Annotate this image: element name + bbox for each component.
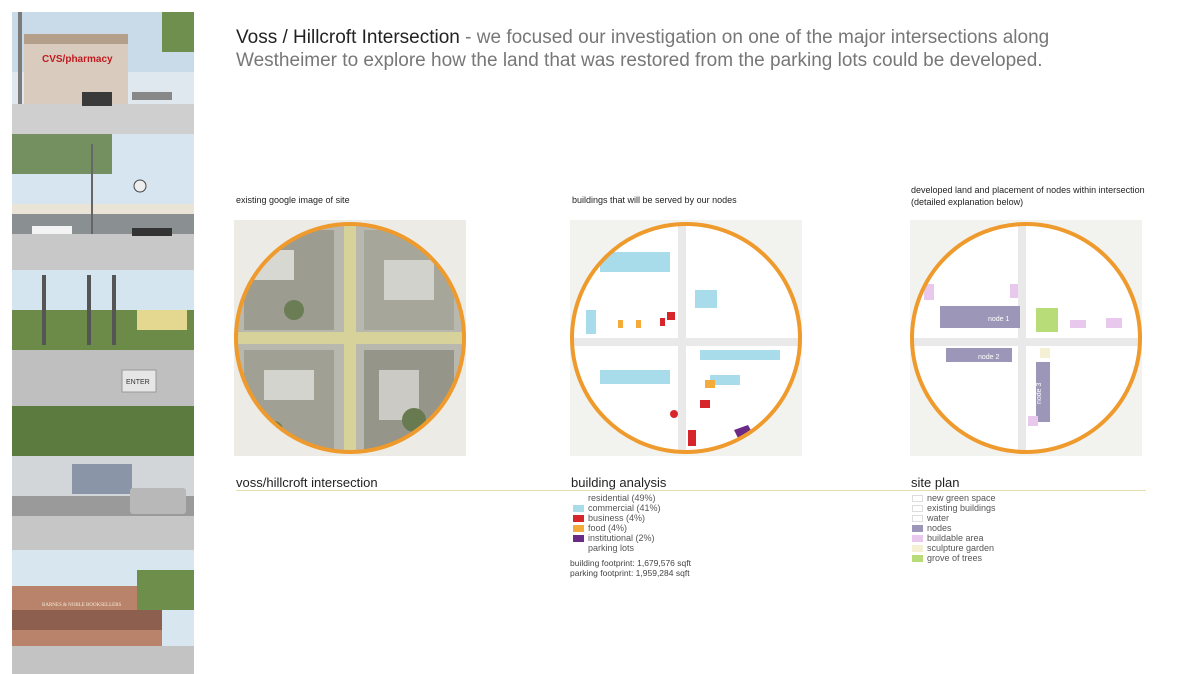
legend-swatch	[912, 525, 923, 532]
legend-swatch	[573, 545, 584, 552]
legend-swatch	[912, 535, 923, 542]
node-1-label: node 1	[988, 316, 1010, 323]
existing-caption: existing google image of site	[236, 195, 350, 205]
photo-bookstore: BARNES & NOBLE BOOKSELLERS	[12, 550, 194, 674]
site-plan-map: node 1 node 2 node 3	[910, 220, 1142, 456]
photo-strip: CVS/pharmacy ENTER	[12, 12, 194, 674]
legend-label: commercial (41%)	[588, 503, 661, 513]
divider-line	[236, 490, 1146, 491]
building-footprint: building footprint: 1,679,576 sqft	[570, 558, 691, 568]
node-2-label: node 2	[978, 354, 1000, 361]
legend-label: nodes	[927, 523, 952, 533]
analysis-caption: buildings that will be served by our nod…	[572, 195, 737, 205]
photo-cvs-pharmacy: CVS/pharmacy	[12, 12, 194, 134]
photo-parking-lot	[12, 406, 194, 550]
legend-swatch	[573, 495, 584, 502]
page-title: Voss / Hillcroft Intersection	[236, 27, 460, 48]
legend-swatch	[573, 505, 584, 512]
enter-sign-text: ENTER	[126, 379, 150, 386]
legend-label: new green space	[927, 493, 996, 503]
building-analysis-map	[570, 220, 802, 456]
legend-label: buildable area	[927, 533, 984, 543]
legend-swatch	[573, 525, 584, 532]
legend-label: grove of trees	[927, 553, 983, 563]
legend-swatch	[912, 545, 923, 552]
footprint-stats: building footprint: 1,679,576 sqft parki…	[570, 558, 691, 578]
bookstore-sign-text: BARNES & NOBLE BOOKSELLERS	[42, 603, 122, 608]
legend-label: water	[927, 513, 950, 523]
legend-swatch	[573, 535, 584, 542]
site-plan-caption: developed land and placement of nodes wi…	[911, 185, 1145, 207]
page-description: - we focused our investigation on one of…	[236, 27, 1050, 71]
node-3-label: node 3	[1036, 382, 1043, 404]
photo-shopping-center	[12, 134, 194, 270]
site-plan-label: site plan	[911, 475, 960, 490]
legend-label: food (4%)	[588, 523, 628, 533]
legend-swatch	[912, 515, 923, 522]
legend-swatch	[912, 555, 923, 562]
photo-enter-sign: ENTER	[12, 270, 194, 406]
legend-label: existing buildings	[927, 503, 996, 513]
legend-swatch	[573, 515, 584, 522]
page-header: Voss / Hillcroft Intersection - we focus…	[236, 26, 1136, 72]
legend-swatch	[912, 495, 923, 502]
legend-label: institutional (2%)	[588, 533, 655, 543]
legend-swatch	[912, 505, 923, 512]
legend-label: sculpture garden	[927, 543, 995, 553]
legend-label: business (4%)	[588, 513, 646, 523]
analysis-label: building analysis	[571, 475, 667, 490]
legend-label: residential (49%)	[588, 493, 656, 503]
existing-site-map	[234, 220, 466, 456]
parking-footprint: parking footprint: 1,959,284 sqft	[570, 568, 690, 578]
cvs-sign-text: CVS/pharmacy	[42, 54, 113, 65]
legend-label: parking lots	[588, 543, 635, 553]
existing-label: voss/hillcroft intersection	[236, 475, 378, 490]
